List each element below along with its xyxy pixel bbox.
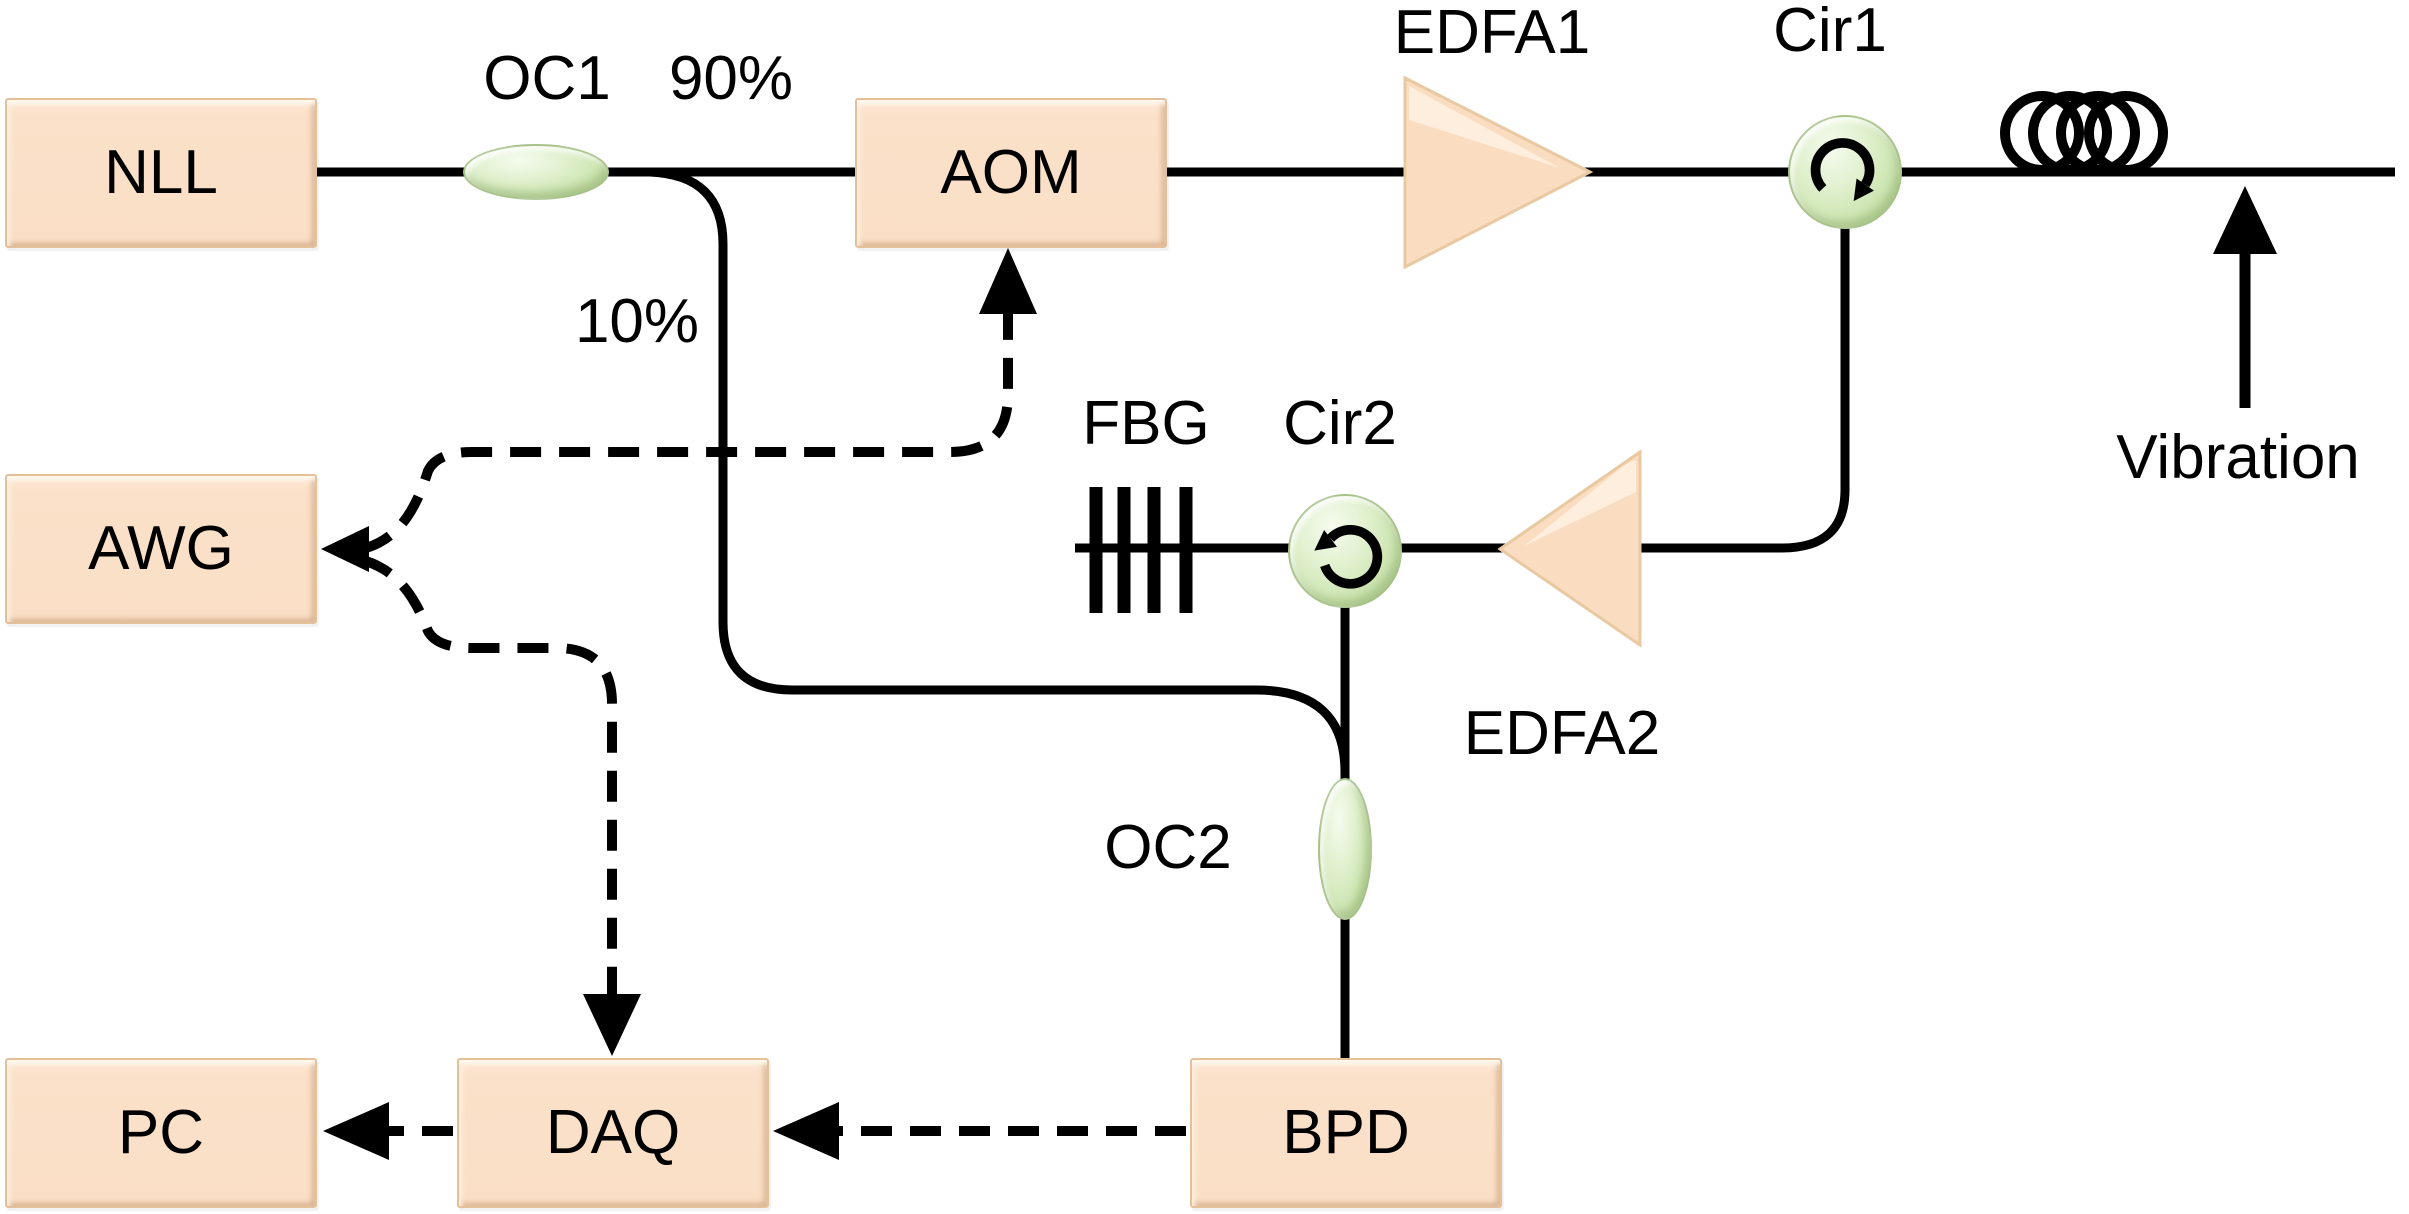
oc1-coupler-icon — [463, 144, 609, 200]
split-90-label: 90% — [668, 44, 794, 113]
bpd-to-daq-arrowhead-icon — [773, 1102, 839, 1160]
fbg-icon — [1089, 487, 1193, 613]
vibration-label: Vibration — [2116, 423, 2360, 492]
aom-box: AOM — [855, 98, 1167, 248]
fbg-label: FBG — [1082, 389, 1210, 458]
bpd-label: BPD — [1282, 1098, 1410, 1167]
daq-label: DAQ — [545, 1098, 681, 1167]
awg-to-aom-dashed-line — [360, 302, 1013, 554]
cir1-circulator-icon — [1788, 115, 1902, 229]
cir1-label: Cir1 — [1773, 0, 1887, 65]
nll-label: NLL — [104, 138, 218, 207]
nll-box: NLL — [5, 98, 317, 248]
awg-box: AWG — [5, 474, 317, 624]
edfa2-label: EDFA2 — [1463, 699, 1661, 768]
split-10-label: 10% — [574, 287, 700, 356]
daq-box: DAQ — [457, 1058, 769, 1208]
reference-arm-line — [649, 167, 1350, 790]
aom-drive-arrowhead-icon — [979, 248, 1037, 314]
aom-label: AOM — [940, 138, 1082, 207]
cir2-circulator-icon — [1288, 494, 1402, 608]
daq-trigger-arrowhead-icon — [583, 994, 641, 1056]
awg-to-daq-dashed-line — [360, 555, 617, 1042]
awg-label: AWG — [88, 514, 234, 583]
oc2-label: OC2 — [1104, 813, 1232, 882]
daq-to-pc-arrowhead-icon — [323, 1102, 389, 1160]
cir1-to-edfa2-line — [1640, 225, 1850, 553]
edfa1-amplifier-icon — [1403, 75, 1594, 270]
cir2-rotation-arrow-icon — [1314, 525, 1383, 589]
pc-box: PC — [5, 1058, 317, 1208]
bpd-box: BPD — [1190, 1058, 1502, 1208]
awg-fork-arrowhead-icon — [321, 526, 369, 572]
pc-label: PC — [117, 1098, 205, 1167]
cir1-rotation-arrow-icon — [1810, 138, 1875, 202]
edfa1-label: EDFA1 — [1393, 0, 1591, 67]
edfa2-amplifier-icon — [1497, 449, 1642, 648]
cir2-label: Cir2 — [1283, 389, 1397, 458]
oc1-label: OC1 — [483, 44, 611, 113]
oc2-coupler-icon — [1318, 778, 1372, 920]
vibration-arrow-icon — [2213, 186, 2277, 408]
fiber-coil-icon — [2000, 91, 2168, 175]
